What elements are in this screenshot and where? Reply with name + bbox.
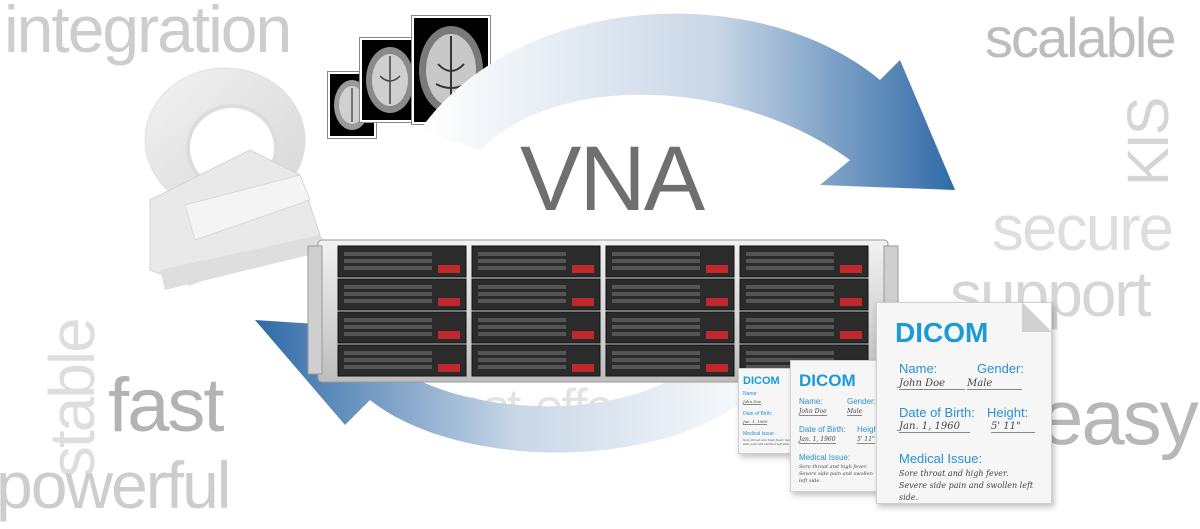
drive-bay (471, 344, 601, 377)
word-powerful: powerful (0, 448, 231, 522)
word-secure: secure (992, 192, 1174, 264)
page-title: VNA (520, 128, 705, 230)
drive-bay (605, 311, 735, 344)
top-arrow (420, 13, 955, 190)
drive-bay (471, 245, 601, 278)
page-fold (1022, 303, 1051, 332)
dicom-document-icon: DICOM Name: Gender: John Doe Male Date o… (790, 360, 888, 492)
word-easy: easy (1040, 373, 1199, 461)
drive-bay (337, 311, 467, 344)
word-scalable: scalable (985, 6, 1176, 69)
word-integration: integration (4, 0, 292, 66)
drive-bay (739, 278, 869, 311)
drive-bay (739, 245, 869, 278)
drive-bay (337, 344, 467, 377)
drive-bay (471, 311, 601, 344)
drive-bay (337, 278, 467, 311)
drive-bay (739, 311, 869, 344)
drive-bay (605, 245, 735, 278)
drive-bay (471, 278, 601, 311)
drive-bay (605, 344, 735, 377)
dicom-document-icon: DICOM Name: Gender: John Doe Male Date o… (876, 302, 1052, 504)
drive-bay (605, 278, 735, 311)
drive-bay (337, 245, 467, 278)
word-fast: fast (108, 363, 224, 448)
